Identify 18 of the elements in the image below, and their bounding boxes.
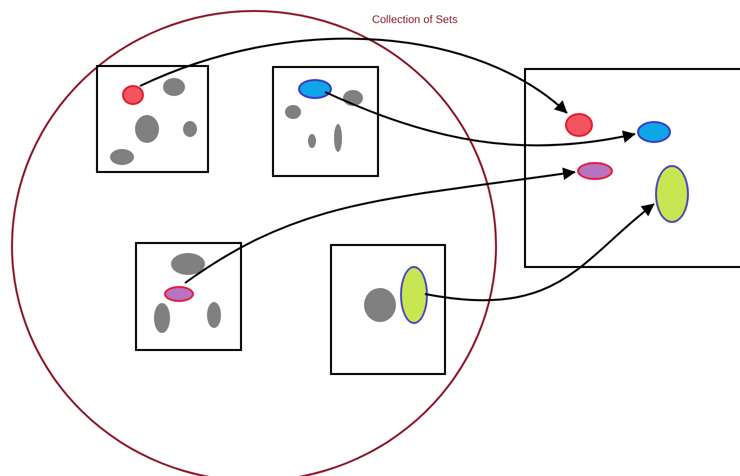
set-element: [577, 162, 613, 180]
set-element: [298, 79, 332, 99]
arrow: [324, 91, 636, 146]
set-element: [400, 266, 428, 324]
set-box: [135, 242, 242, 351]
set-collection-circle: [11, 10, 497, 476]
set-element: [122, 85, 144, 105]
set-element: [565, 113, 593, 137]
arrow: [424, 203, 655, 302]
set-box: [524, 68, 740, 268]
set-element: [164, 286, 194, 302]
set-element: [637, 121, 671, 143]
set-box: [330, 244, 446, 375]
set-box: [272, 66, 379, 177]
arrow: [184, 167, 576, 284]
set-collection-title: Collection of Sets: [372, 14, 458, 26]
arrow: [140, 38, 568, 114]
set-box: [96, 65, 209, 173]
